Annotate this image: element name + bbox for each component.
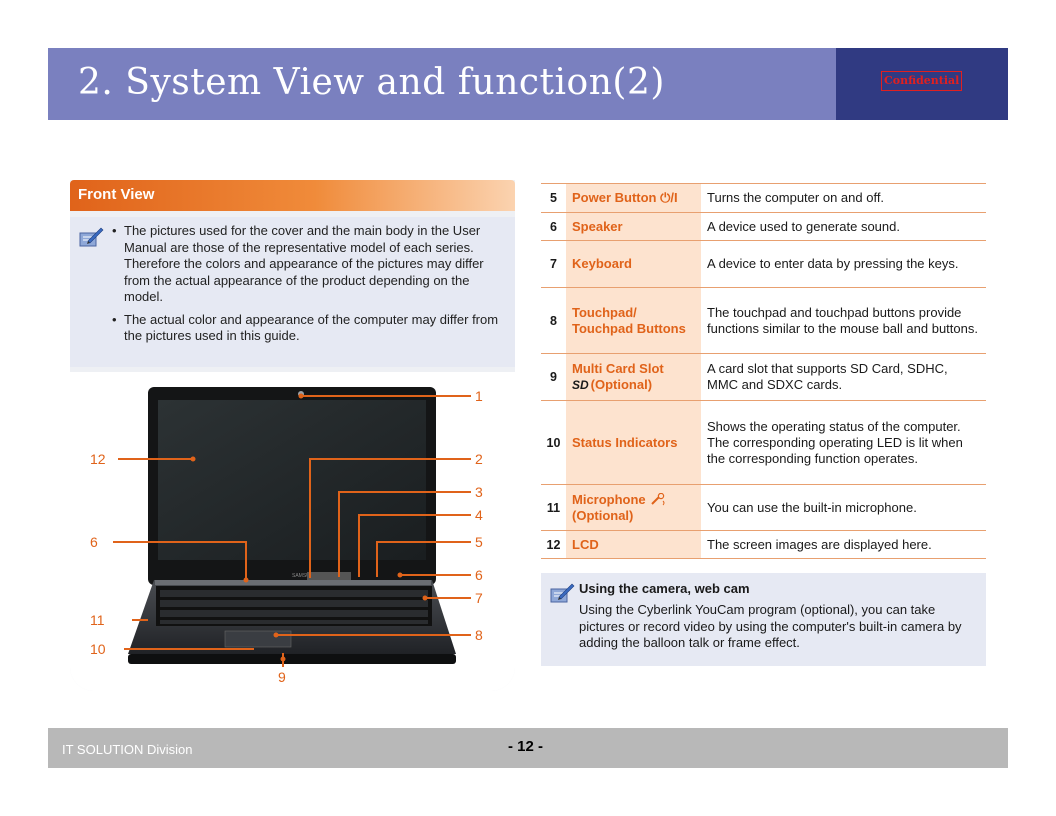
component-name: Status Indicators (566, 400, 701, 485)
row-number: 10 (541, 400, 566, 485)
page-number: - 12 - (508, 738, 544, 755)
component-name: Power Button ⏻/I (566, 183, 701, 213)
callout-number: 8 (475, 627, 483, 643)
laptop-front-edge (128, 654, 456, 664)
note-box: The pictures used for the cover and the … (70, 217, 515, 367)
table-row: 9 Multi Card Slot SD(Optional) A card sl… (541, 353, 986, 401)
laptop-front-view-illustration: SAMSUNG (90, 387, 483, 685)
front-view-panel: Front View The pictures used for the cov… (70, 180, 515, 691)
optional-label: (Optional) (572, 507, 634, 523)
component-description: You can use the built-in microphone. (701, 484, 986, 531)
laptop-brand-label: SAMSUNG (292, 573, 317, 579)
component-description: A device used to generate sound. (701, 212, 986, 241)
callout-number: 6 (475, 567, 483, 583)
component-description: Shows the operating status of the comput… (701, 400, 986, 485)
division-label: IT SOLUTION Division (62, 742, 193, 757)
table-row: 10 Status Indicators Shows the operating… (541, 400, 986, 485)
row-number: 7 (541, 240, 566, 288)
slide-footer: IT SOLUTION Division - 12 - (48, 728, 1008, 768)
callout-number: 11 (90, 612, 105, 628)
row-number: 8 (541, 287, 566, 354)
component-description: A device to enter data by pressing the k… (701, 240, 986, 288)
microphone-icon (651, 492, 665, 506)
camera-note-title: Using the camera, web cam (579, 581, 750, 596)
row-number: 9 (541, 353, 566, 401)
component-description: The screen images are displayed here. (701, 530, 986, 559)
note-pencil-icon (550, 583, 575, 603)
component-name-cell: Multi Card Slot SD(Optional) (566, 353, 701, 401)
note-item: The pictures used for the cover and the … (112, 223, 507, 306)
note-list: The pictures used for the cover and the … (112, 223, 507, 351)
callout-number: 1 (475, 388, 483, 404)
confidential-badge: Confidential (881, 71, 963, 91)
front-view-title: Front View (78, 186, 155, 203)
callout-numbers: 1 2 3 4 5 6 7 8 9 10 11 12 6 (90, 388, 483, 685)
component-name: Microphone (572, 491, 646, 507)
callout-number: 7 (475, 590, 483, 606)
component-name: Speaker (566, 212, 701, 241)
component-name-line1: Microphone (572, 492, 701, 508)
table-row: 8 Touchpad/ Touchpad Buttons The touchpa… (541, 287, 986, 354)
sd-card-logo: SD (572, 378, 589, 392)
component-description: Turns the computer on and off. (701, 183, 986, 213)
component-name: LCD (566, 530, 701, 559)
speaker-grille (155, 580, 431, 585)
row-number: 12 (541, 530, 566, 559)
front-view-title-bar: Front View (70, 180, 515, 211)
keyboard-keys (160, 590, 428, 624)
note-item: The actual color and appearance of the c… (112, 312, 507, 345)
row-number: 5 (541, 183, 566, 213)
callout-number: 9 (278, 669, 286, 685)
touchpad (224, 630, 292, 648)
component-name: Keyboard (566, 240, 701, 288)
component-name: Touchpad/ Touchpad Buttons (566, 287, 701, 354)
row-number: 11 (541, 484, 566, 531)
callout-number: 4 (475, 507, 483, 523)
camera-note-box: Using the camera, web cam Using the Cybe… (541, 573, 986, 666)
callout-number: 5 (475, 534, 483, 550)
optional-label: (Optional) (590, 377, 653, 392)
callout-lines (113, 395, 471, 667)
callout-number: 10 (90, 641, 106, 657)
media-buttons (307, 572, 351, 580)
note-pencil-icon (79, 227, 104, 247)
page-title: 2. System View and function(2) (78, 62, 665, 103)
component-description: A card slot that supports SD Card, SDHC,… (701, 353, 986, 401)
callout-number: 12 (90, 451, 106, 467)
callout-number: 6 (90, 534, 98, 550)
row-number: 6 (541, 212, 566, 241)
component-name: Multi Card Slot (572, 361, 664, 376)
component-name-line2: SD(Optional) (572, 377, 701, 393)
table-row: 11 Microphone (Optional) You can use the… (541, 484, 986, 531)
component-table: 5 Power Button ⏻/I Turns the computer on… (541, 183, 986, 559)
slide-header: 2. System View and function(2) Confident… (48, 48, 1008, 120)
callout-dots (190, 393, 428, 662)
lcd-screen (158, 400, 426, 560)
table-row: 12 LCD The screen images are displayed h… (541, 530, 986, 559)
camera-note-text: Using the Cyberlink YouCam program (opti… (579, 602, 962, 650)
table-row: 7 Keyboard A device to enter data by pre… (541, 240, 986, 288)
table-row: 5 Power Button ⏻/I Turns the computer on… (541, 183, 986, 213)
callout-number: 3 (475, 484, 483, 500)
component-name-cell: Microphone (Optional) (566, 484, 701, 531)
laptop-illustration-area: SAMSUNG (70, 372, 515, 691)
header-accent-block: Confidential (836, 48, 1008, 120)
component-description: The touchpad and touchpad buttons provid… (701, 287, 986, 354)
table-row: 6 Speaker A device used to generate soun… (541, 212, 986, 241)
callout-number: 2 (475, 451, 483, 467)
